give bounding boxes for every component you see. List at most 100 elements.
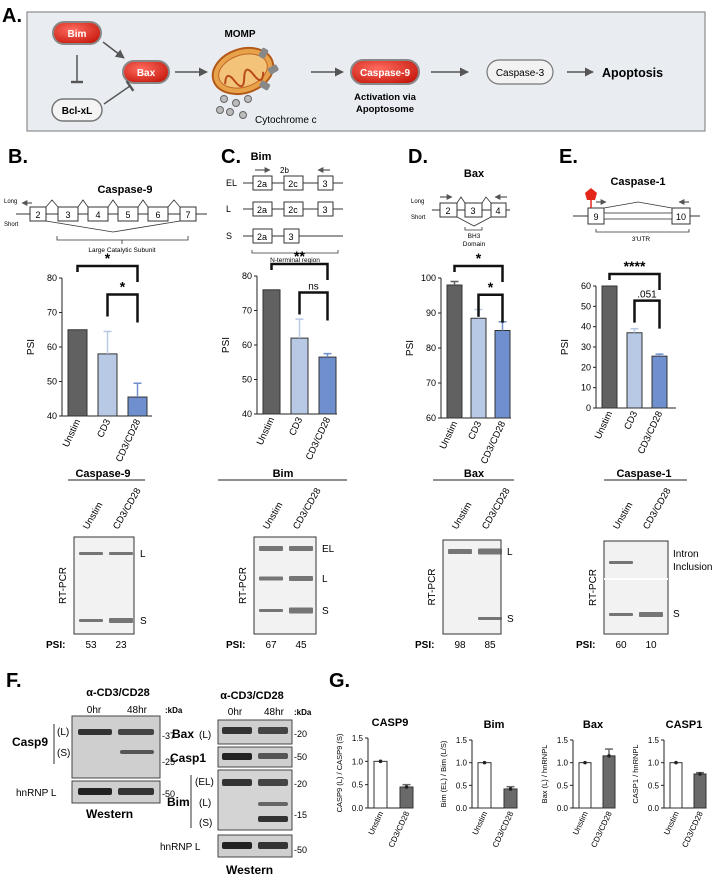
panel-a-letter: A. xyxy=(2,5,22,27)
caspase3-node: Caspase-3 xyxy=(486,59,554,85)
marker-50-b: -50 xyxy=(294,845,307,855)
y-tick-label: 10 xyxy=(581,383,591,393)
significance-bracket xyxy=(477,293,504,323)
y-tick-label: 0.5 xyxy=(648,781,660,790)
replicate-dot xyxy=(482,760,487,765)
y-tick-label: 1.5 xyxy=(557,736,569,745)
svg-text:4: 4 xyxy=(95,210,100,220)
kda-right: :kDa xyxy=(294,708,312,717)
svg-text:3: 3 xyxy=(288,232,293,242)
replicate-dot xyxy=(508,787,513,791)
panel-e-letter: E. xyxy=(559,146,578,168)
replicate-dot xyxy=(378,759,383,764)
svg-text:2a: 2a xyxy=(257,205,267,215)
marker-50-a: -50 xyxy=(294,752,307,762)
gel-band xyxy=(609,613,633,616)
gel-band xyxy=(639,612,663,617)
significance-bracket xyxy=(106,293,139,323)
svg-text:2: 2 xyxy=(35,210,40,220)
y-tick-label: 80 xyxy=(47,273,57,283)
utr-label: 3'UTR xyxy=(632,236,651,243)
bim-el-label: (EL) xyxy=(195,777,214,788)
kda-left: :kDa xyxy=(165,706,183,715)
treatment-label-right: α-CD3/CD28 xyxy=(220,690,284,702)
y-tick-label: 70 xyxy=(47,308,57,318)
y-tick-label: 0.5 xyxy=(456,781,468,790)
y-axis-label: CASP9 (L) / CASP9 (S) xyxy=(335,733,344,812)
gel-image xyxy=(603,540,669,635)
lane-label: Unstim xyxy=(611,500,635,531)
y-tick-label: 40 xyxy=(47,411,57,421)
chart-title: CASP9 xyxy=(372,717,409,729)
y-tick-label: 0.5 xyxy=(352,781,364,790)
panel-g-letter: G. xyxy=(329,670,350,692)
casp1-label: Casp1 xyxy=(170,751,206,765)
bar-cd3cd28 xyxy=(399,786,414,809)
marker-37: -37 xyxy=(162,731,175,741)
gel-band xyxy=(289,607,313,614)
lane-label: CD3/CD28 xyxy=(641,486,673,531)
gel-band xyxy=(448,549,472,554)
caspase3-node-label: Caspase-3 xyxy=(496,68,545,79)
x-tick-label: CD3/CD28 xyxy=(304,416,333,462)
bim-exon-diagram: EL L S 2b 2a 2c 3 2a 2c 3 2a 3 N-termina… xyxy=(226,166,343,264)
significance-label: * xyxy=(476,250,482,266)
x-tick-label: CD3 xyxy=(95,418,113,440)
bim-l-label: (L) xyxy=(199,798,211,809)
y-axis-label: PSI xyxy=(221,337,232,353)
gel-title: Bim xyxy=(273,468,294,480)
casp9-label: Casp9 xyxy=(12,735,48,749)
x-tick-label: Unstim xyxy=(367,810,386,837)
psi-label: PSI: xyxy=(226,640,245,651)
significance-label: * xyxy=(488,279,494,295)
bar-unstim xyxy=(67,329,88,417)
band-label: S xyxy=(507,614,514,625)
significance-label: **** xyxy=(624,258,646,274)
cytochrome-c-label: Cytochrome c xyxy=(255,115,317,126)
panel-c-letter: C. xyxy=(221,146,241,168)
y-tick-label: 20 xyxy=(581,362,591,372)
y-tick-label: 1.0 xyxy=(648,759,660,768)
marker-25: -25 xyxy=(162,757,175,767)
bcl-node-label: Bcl-xL xyxy=(62,106,93,117)
significance-bracket xyxy=(298,291,329,321)
bar-cd3 xyxy=(290,337,309,415)
bar-unstim xyxy=(477,762,492,809)
iso-l-label: L xyxy=(226,204,231,214)
bcl-node: Bcl-xL xyxy=(51,98,103,122)
panel-b-letter: B. xyxy=(8,146,28,168)
treatment-label-left: α-CD3/CD28 xyxy=(86,687,150,699)
x-tick-label: CD3/CD28 xyxy=(491,810,516,849)
replicate-dot xyxy=(583,760,587,765)
bar-cd3cd28 xyxy=(503,788,518,809)
hnrnp-blot-left xyxy=(71,780,161,804)
significance-bracket xyxy=(270,262,329,280)
gel-band xyxy=(289,546,313,551)
x-tick-label: Unstim xyxy=(471,810,490,837)
replicate-dot xyxy=(607,754,611,758)
x-tick-label: Unstim xyxy=(255,416,277,448)
y-tick-label: 1.5 xyxy=(352,734,364,743)
gel-title: Caspase-1 xyxy=(616,468,671,480)
y-tick-label: 70 xyxy=(426,378,436,388)
y-axis-label: Bim (EL) / Bim (L/S) xyxy=(439,740,448,807)
svg-text:3: 3 xyxy=(470,206,475,216)
bim-el-exons: 2a 2c 3 xyxy=(252,175,334,191)
gel-image xyxy=(253,536,317,635)
rtpcr-label: RT-PCR xyxy=(427,568,438,605)
western-label-right: Western xyxy=(226,863,273,877)
caspase1-diagram-title: Caspase-1 xyxy=(610,176,665,188)
lane-label: CD3/CD28 xyxy=(291,486,323,531)
bar-cd3 xyxy=(470,317,487,419)
gel-band xyxy=(478,548,502,555)
bax-short-label: Short xyxy=(411,215,426,221)
momp-label: MOMP xyxy=(224,29,255,40)
apoptosis-label: Apoptosis xyxy=(602,66,663,80)
bar-cd3cd28 xyxy=(693,773,707,809)
